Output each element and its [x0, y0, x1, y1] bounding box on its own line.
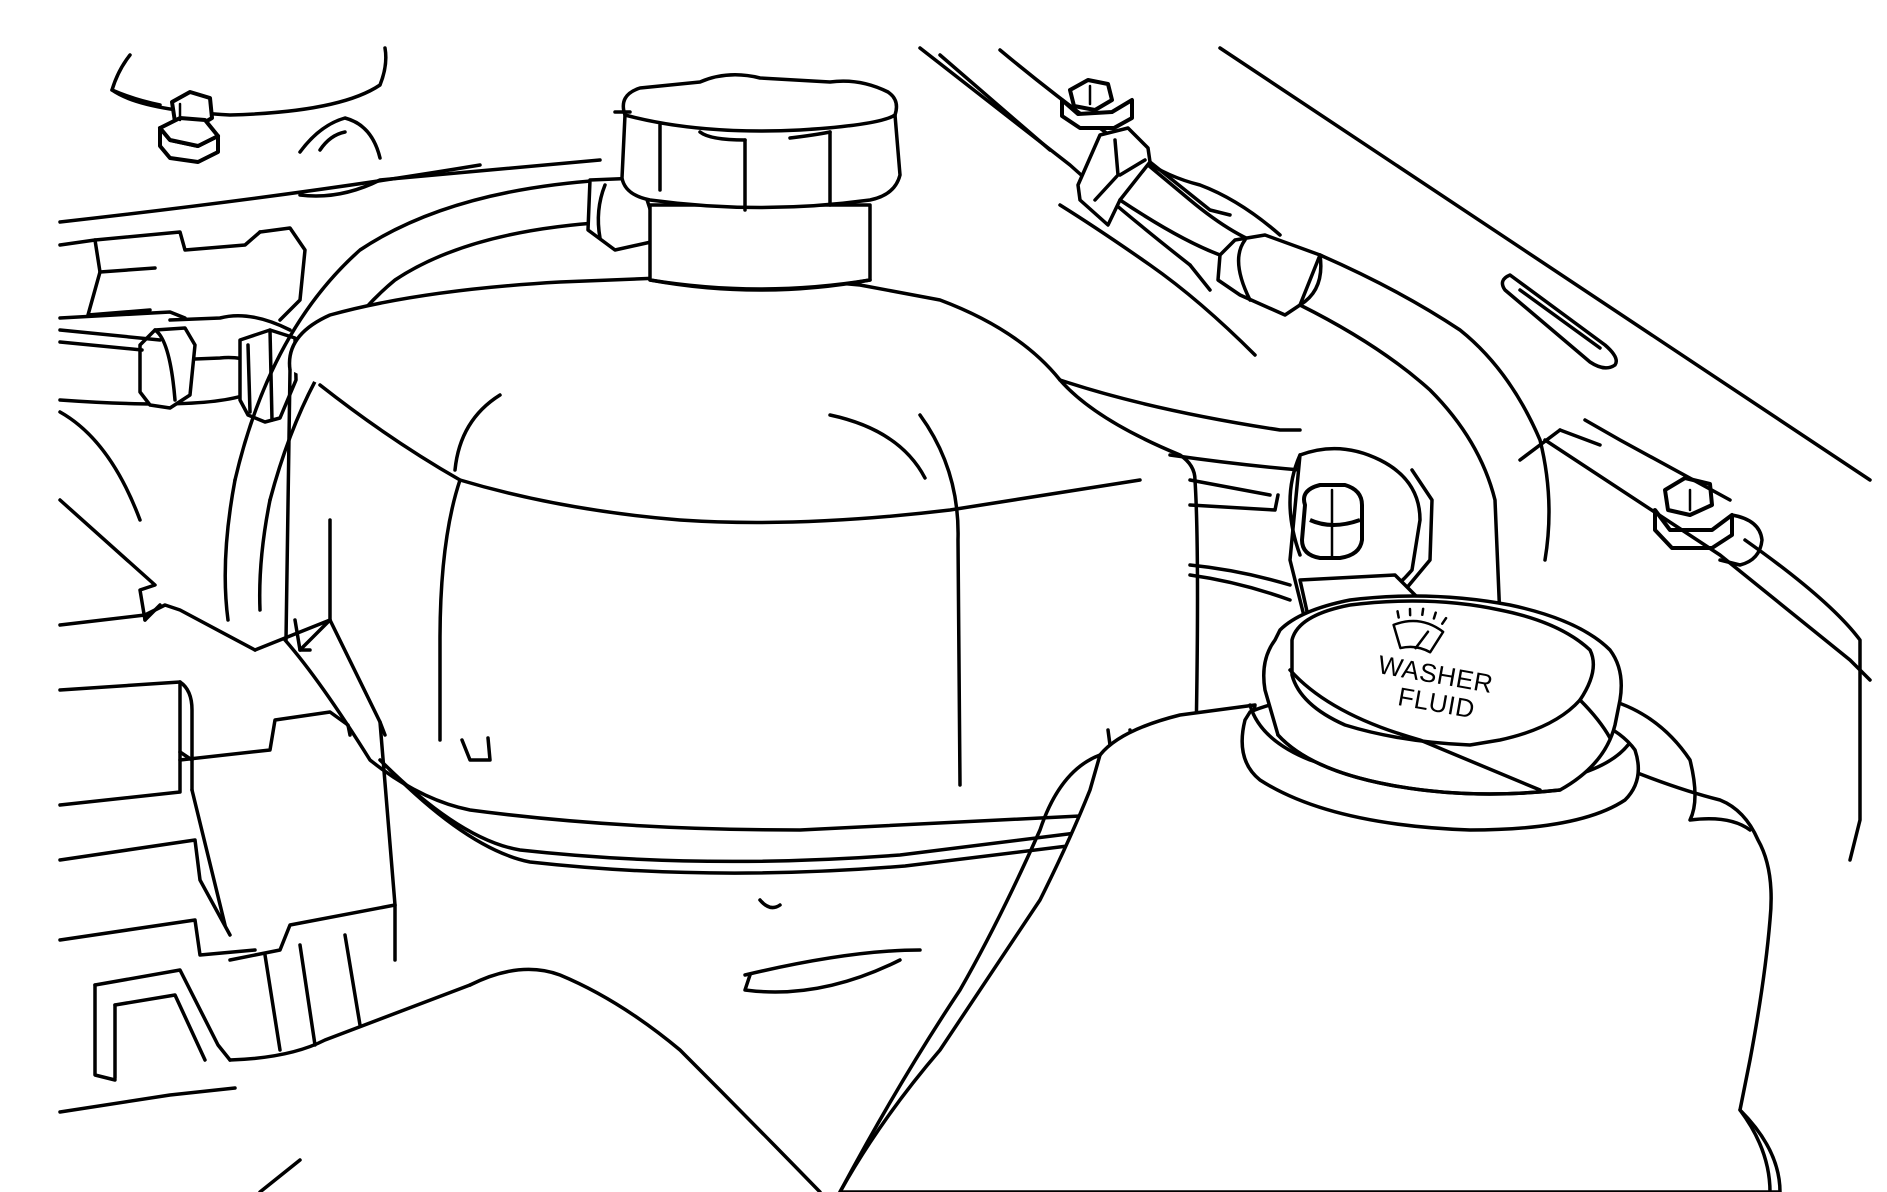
- strut-tower: [58, 46, 602, 224]
- wiring-clip: [1076, 126, 1232, 257]
- bolt-center: [1300, 483, 1364, 560]
- bolt-upper-right: [1060, 78, 1134, 130]
- coolant-hose-loop: [223, 178, 612, 622]
- washer-cap: [1240, 594, 1641, 832]
- coolant-reservoir: [283, 275, 1202, 994]
- bolt-far-right: [1653, 476, 1764, 567]
- fender-panel-right: [1518, 418, 1872, 862]
- coolant-hose-left: [58, 314, 298, 424]
- bolt-upper-left: [158, 90, 220, 164]
- wiring-sleeve: [1216, 233, 1551, 622]
- coolant-pressure-cap: [613, 73, 902, 292]
- windshield-washer-icon: [1392, 607, 1448, 654]
- lower-components: [258, 967, 822, 1192]
- fender-slot: [1500, 273, 1618, 370]
